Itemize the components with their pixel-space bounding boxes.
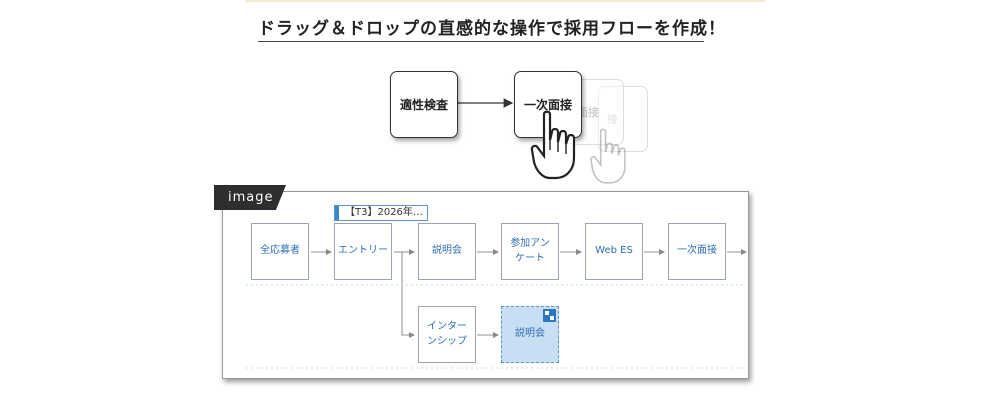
source-card[interactable]: 適性検査 [390, 71, 458, 138]
headline-underline [258, 41, 704, 42]
flow-node[interactable]: 全応募者 [251, 223, 309, 280]
duplicate-icon[interactable] [543, 309, 556, 322]
flow-node[interactable]: 説明会 [418, 223, 476, 280]
top-decoration [245, 0, 765, 2]
flow-node[interactable]: エントリー [334, 223, 392, 280]
stage-tag[interactable]: 【T3】2026年… [334, 205, 428, 221]
flow-node[interactable]: Web ES [585, 223, 643, 280]
flow-node[interactable]: インターンシップ [418, 306, 476, 363]
flow-node[interactable]: 一次面接 [668, 223, 726, 280]
image-tab: image [214, 185, 286, 210]
flow-node[interactable]: 参加アンケート [501, 223, 559, 280]
ghost-hand-icon [590, 128, 626, 184]
pointer-hand-icon [530, 110, 576, 180]
flow-node-label: 説明会 [515, 328, 545, 340]
headline: ドラッグ＆ドロップの直感的な操作で採用フローを作成！ [258, 19, 726, 39]
flow-node-selected[interactable]: 説明会 [501, 306, 559, 363]
demo-connector [453, 98, 514, 108]
flow-editor-frame [222, 191, 749, 379]
